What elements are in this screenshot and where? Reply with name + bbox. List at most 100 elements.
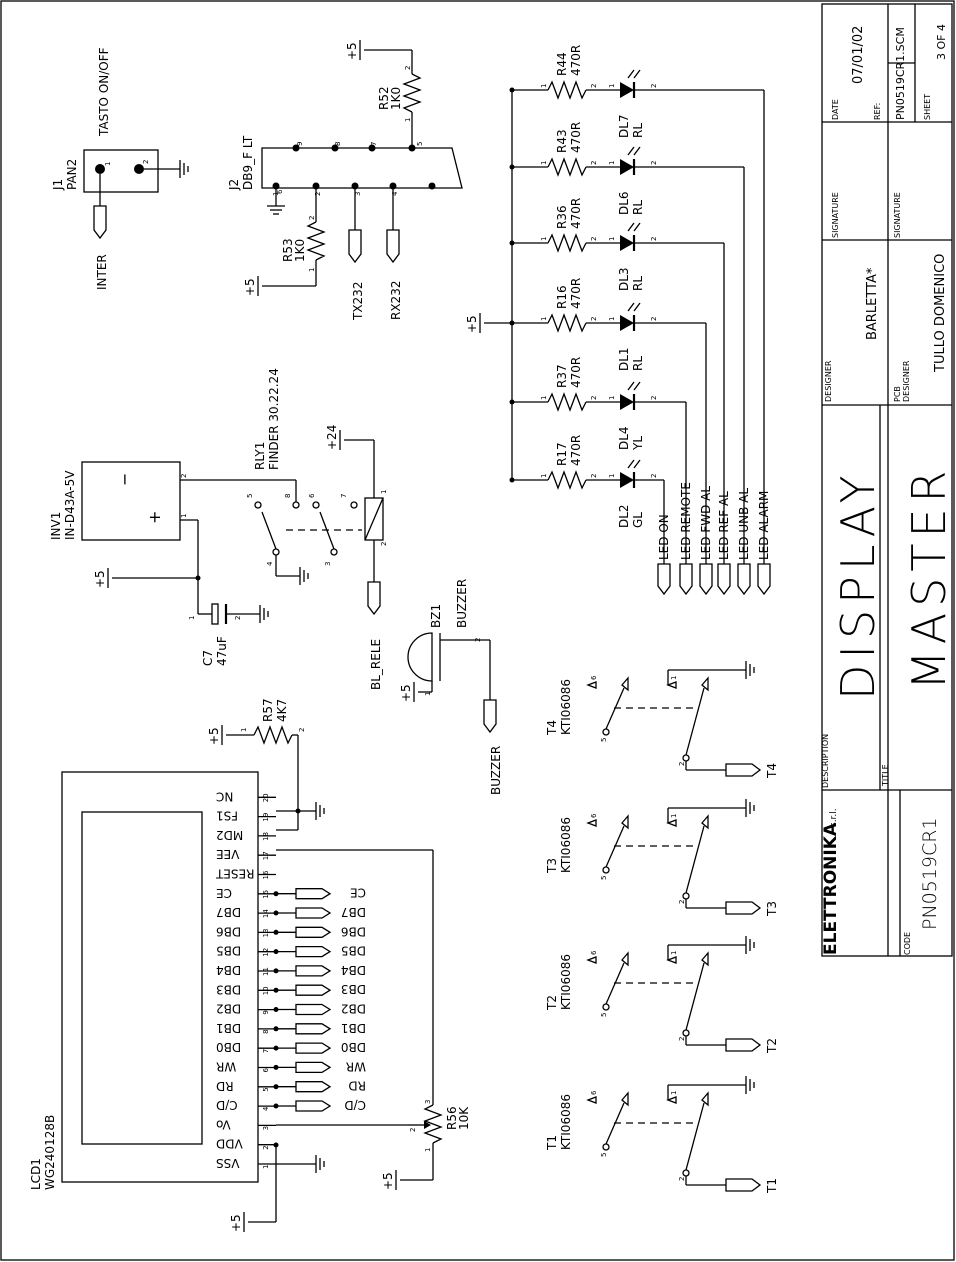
lcd-outline bbox=[61, 771, 259, 1183]
rx232-net: RX232 bbox=[389, 281, 403, 320]
led-diode bbox=[620, 82, 634, 98]
led-resistor-pin: 1 bbox=[540, 84, 548, 88]
led-resistor bbox=[547, 80, 587, 100]
lcd-pin-name: DB5 bbox=[216, 944, 241, 958]
led-net-port bbox=[699, 563, 713, 596]
lcd-pin-name: DB4 bbox=[216, 963, 241, 977]
r53-ref: R53 bbox=[281, 238, 295, 262]
signature2-label: SIGNATURE bbox=[893, 192, 902, 238]
buzzer-net: BUZZER bbox=[489, 746, 503, 795]
company-suffix: s.r.l. bbox=[829, 808, 839, 827]
r53-supply: +5 bbox=[243, 278, 257, 296]
switch-pin: 1 bbox=[670, 676, 678, 680]
led-net-port bbox=[737, 563, 751, 596]
led-color: RL bbox=[631, 276, 645, 291]
title-block: ELETTRONIKA s.r.l. CODE PN0519CR1 DESCRI… bbox=[821, 3, 956, 957]
lcd-pin-number: 2 bbox=[262, 1145, 270, 1149]
j2-pin-number: 5 bbox=[416, 142, 424, 146]
switch-net-label: T2 bbox=[765, 1038, 779, 1054]
led-pin: 2 bbox=[650, 84, 658, 88]
r57-supply: +5 bbox=[207, 727, 221, 745]
lcd-net-label: DB6 bbox=[341, 924, 366, 938]
date-value: 07/01/02 bbox=[851, 26, 866, 84]
led-pin: 1 bbox=[608, 474, 616, 478]
led-ref: DL2 bbox=[617, 504, 631, 528]
r56-pin3: 3 bbox=[424, 1100, 432, 1104]
j1-ref: J1 bbox=[51, 179, 65, 191]
led-net-label: LED REMOTE bbox=[679, 482, 693, 560]
inverter-pin2: 2 bbox=[180, 474, 188, 478]
code-value: PN0519CR1 bbox=[919, 817, 941, 930]
lcd-pin-name: DB0 bbox=[216, 1040, 241, 1054]
switch-net-label: T4 bbox=[765, 763, 779, 779]
led-resistor bbox=[547, 313, 587, 333]
lcd-pin-number: 17 bbox=[262, 851, 270, 860]
lcd-net-label: C/D bbox=[344, 1098, 366, 1112]
j2-pin-number: 4 bbox=[391, 191, 399, 196]
svg-text:−: − bbox=[115, 473, 134, 486]
led-ref: DL3 bbox=[617, 267, 631, 291]
buzzer-ref: BZ1 bbox=[429, 604, 443, 628]
net-port bbox=[295, 926, 332, 938]
r56-pin2: 2 bbox=[409, 1128, 417, 1132]
relay-part: FINDER 30.22.24 bbox=[267, 368, 281, 470]
lcd-net-label: DB1 bbox=[341, 1021, 366, 1035]
j1-pin2: 2 bbox=[142, 160, 150, 164]
led-resistor-value: 470R bbox=[569, 198, 583, 229]
led-diode bbox=[620, 159, 634, 175]
sheet-label: SHEET bbox=[923, 94, 932, 120]
svg-text:+: + bbox=[145, 511, 164, 524]
led-pin: 1 bbox=[608, 84, 616, 88]
lcd-pin-name: Vo bbox=[216, 1117, 231, 1131]
led-resistor-pin: 1 bbox=[540, 237, 548, 241]
lcd-pin-number: 1 bbox=[262, 1165, 270, 1169]
lcd-pin-number: 8 bbox=[262, 1029, 270, 1033]
led-resistor-pin: 2 bbox=[590, 474, 598, 478]
date-label: DATE bbox=[831, 99, 840, 120]
relay-net: BL_RELE bbox=[369, 639, 383, 690]
switch-pin: 6 bbox=[590, 1090, 598, 1095]
j2-pin-number: 2 bbox=[314, 192, 322, 196]
lcd-pin-name: VDD bbox=[216, 1137, 243, 1151]
ref-label: REF: bbox=[873, 103, 882, 120]
led-resistor-pin: 2 bbox=[590, 396, 598, 400]
pcb-designer-label-1: PCB bbox=[893, 386, 902, 402]
pcb-designer-value: TULLO DOMENICO bbox=[933, 254, 948, 373]
lcd-net-label: DB2 bbox=[341, 1002, 366, 1016]
j1-net: INTER bbox=[95, 254, 109, 290]
lcd-pin-number: 20 bbox=[262, 793, 270, 802]
led-resistor-pin: 2 bbox=[590, 84, 598, 88]
buzzer-supply: +5 bbox=[399, 684, 413, 702]
led-pin: 2 bbox=[650, 317, 658, 321]
switch-pin: 6 bbox=[590, 950, 598, 955]
lcd-pin-name: RD bbox=[216, 1079, 234, 1093]
led-pin: 1 bbox=[608, 161, 616, 165]
led-resistor-ref: R36 bbox=[555, 205, 569, 229]
r56-ref: R56 bbox=[445, 1106, 459, 1130]
title-value: MASTER bbox=[902, 465, 956, 690]
led-resistor-pin: 2 bbox=[590, 317, 598, 321]
j2-pin-number: 6 bbox=[276, 189, 284, 194]
relay-pin-number: 4 bbox=[266, 561, 274, 566]
switch-net-label: T3 bbox=[765, 901, 779, 917]
lcd-pin-number: 11 bbox=[262, 967, 270, 976]
lcd-pin-name: NC bbox=[216, 789, 233, 803]
net-port bbox=[295, 1081, 332, 1093]
j2-ref: J2 bbox=[227, 179, 241, 191]
r57-pin2: 2 bbox=[298, 728, 306, 732]
led-diode bbox=[620, 394, 634, 410]
relay-pin-number: 5 bbox=[246, 494, 254, 498]
lcd-pin-name: CE bbox=[216, 886, 232, 900]
lcd-pin-name: DB7 bbox=[216, 905, 241, 919]
designer-value: BARLETTA* bbox=[865, 267, 880, 340]
switch-net-label: T1 bbox=[765, 1178, 779, 1194]
switch-pin: 2 bbox=[678, 1177, 686, 1181]
lcd-part: WG240128B bbox=[43, 1115, 57, 1190]
